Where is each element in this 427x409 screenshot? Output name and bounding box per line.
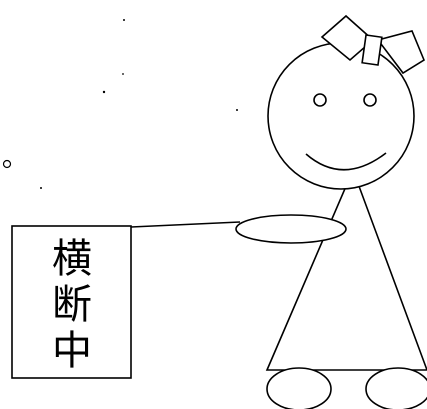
small-ring-mark <box>2 159 12 169</box>
arm-line <box>130 221 241 228</box>
left-eye-icon <box>313 93 327 107</box>
head-circle <box>267 42 415 190</box>
crossing-sign-board <box>11 225 132 379</box>
sign-char-2: 断 <box>52 282 92 328</box>
speck <box>122 73 124 75</box>
hand-oval <box>235 214 347 244</box>
speck <box>123 19 125 21</box>
speck <box>40 187 42 189</box>
sign-char-1: 横 <box>52 236 92 282</box>
smile-mouth <box>305 152 387 171</box>
right-eye-icon <box>363 93 377 107</box>
right-foot <box>365 367 427 409</box>
speck <box>102 90 106 94</box>
sign-char-3: 中 <box>52 328 92 374</box>
bow-right-loop <box>376 30 425 75</box>
hair-bow-icon <box>320 14 425 75</box>
speck <box>236 109 238 111</box>
bow-knot <box>361 34 383 66</box>
left-foot <box>266 367 332 409</box>
dress-body <box>265 167 427 371</box>
